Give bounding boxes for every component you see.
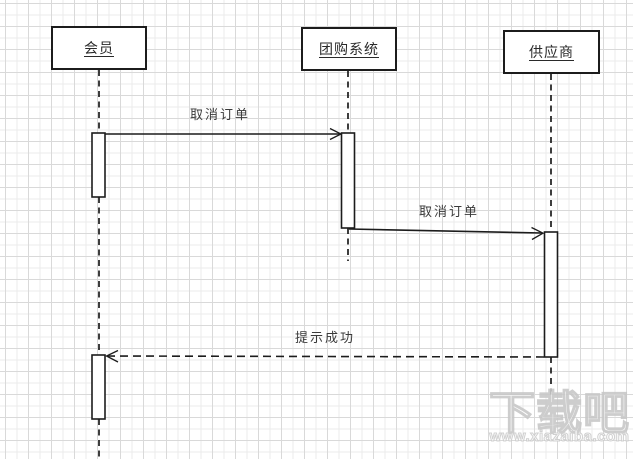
message-line-2[interactable] [348,228,543,234]
actor-label-supplier: 供应商 [529,44,574,60]
message-label-cancel-order-1[interactable]: 取消订单 [189,107,250,122]
activation-bar-system[interactable] [340,132,356,229]
message-label-notify-success[interactable]: 提示成功 [294,330,355,345]
message-label-cancel-order-2[interactable]: 取消订单 [418,204,479,219]
arrowhead-message-3 [105,349,119,363]
message-line-3[interactable] [107,355,545,358]
activation-bar-supplier[interactable] [543,231,559,358]
actor-box-group-buy-system[interactable]: 团购系统 [301,27,397,71]
activation-bar-member-1[interactable] [91,132,106,198]
actor-box-supplier[interactable]: 供应商 [503,30,600,74]
activation-bar-member-2[interactable] [91,354,106,420]
arrowhead-message-2 [531,226,545,241]
actor-label-member: 会员 [84,40,114,56]
actor-box-member[interactable]: 会员 [51,26,147,70]
arrowhead-message-1 [329,127,343,141]
actor-label-group-buy-system: 团购系统 [319,41,379,57]
